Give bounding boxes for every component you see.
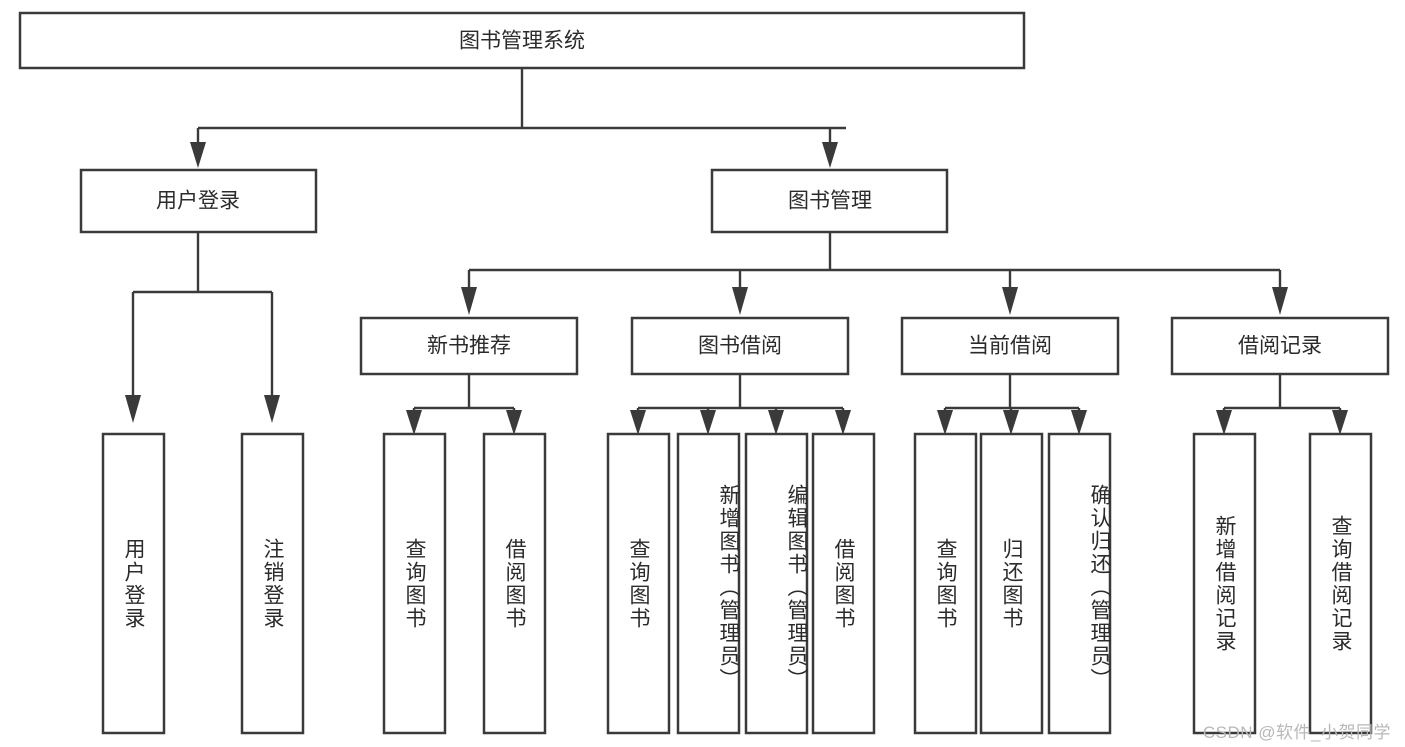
leaf-box-record-query[interactable] — [1308, 432, 1373, 735]
leaf-box-current-confirm[interactable] — [1047, 432, 1112, 735]
node-book-management-label: 图书管理 — [788, 190, 872, 213]
node-current-borrow-label: 当前借阅 — [968, 335, 1052, 358]
node-book-borrow[interactable]: 图书借阅 — [630, 316, 850, 376]
csdn-watermark: CSDN @软件_小贺同学 — [1202, 723, 1391, 742]
node-book-management[interactable]: 图书管理 — [710, 168, 949, 234]
leaf-box-borrow-borrow[interactable] — [811, 432, 876, 735]
leaf-box-borrow-query[interactable] — [606, 432, 671, 735]
node-root-system-label: 图书管理系统 — [459, 30, 585, 53]
node-user-login[interactable]: 用户登录 — [79, 168, 318, 234]
leaf-box-borrow-edit[interactable] — [744, 432, 809, 735]
leaf-box-newbook-borrow[interactable] — [482, 432, 547, 735]
node-new-book-recommend-label: 新书推荐 — [427, 335, 511, 358]
leaf-box-user-login-logout[interactable] — [240, 432, 305, 735]
leaf-box-record-add[interactable] — [1192, 432, 1257, 735]
leaf-box-newbook-query[interactable] — [382, 432, 447, 735]
connector-root-to-level2 — [190, 68, 846, 168]
node-borrow-record-label: 借阅记录 — [1238, 335, 1322, 358]
node-current-borrow[interactable]: 当前借阅 — [900, 316, 1120, 376]
leaf-box-borrow-add[interactable] — [676, 432, 741, 735]
connector-current-to-leaves — [937, 374, 1087, 435]
connector-userlogin-to-leaves — [125, 233, 280, 423]
node-root-system[interactable]: 图书管理系统 — [18, 11, 1026, 70]
connector-borrow-to-leaves — [630, 374, 851, 435]
leaf-box-user-login-login[interactable] — [101, 432, 166, 735]
node-borrow-record[interactable]: 借阅记录 — [1170, 316, 1390, 376]
connector-newbook-to-leaves — [406, 374, 522, 435]
connector-bookmgmt-to-level3 — [461, 233, 1288, 315]
node-book-borrow-label: 图书借阅 — [698, 335, 782, 358]
node-new-book-recommend[interactable]: 新书推荐 — [359, 316, 579, 376]
leaf-box-current-return[interactable] — [979, 432, 1044, 735]
leaf-box-current-query[interactable] — [913, 432, 978, 735]
node-user-login-label: 用户登录 — [156, 190, 240, 213]
connector-record-to-leaves — [1216, 374, 1348, 435]
